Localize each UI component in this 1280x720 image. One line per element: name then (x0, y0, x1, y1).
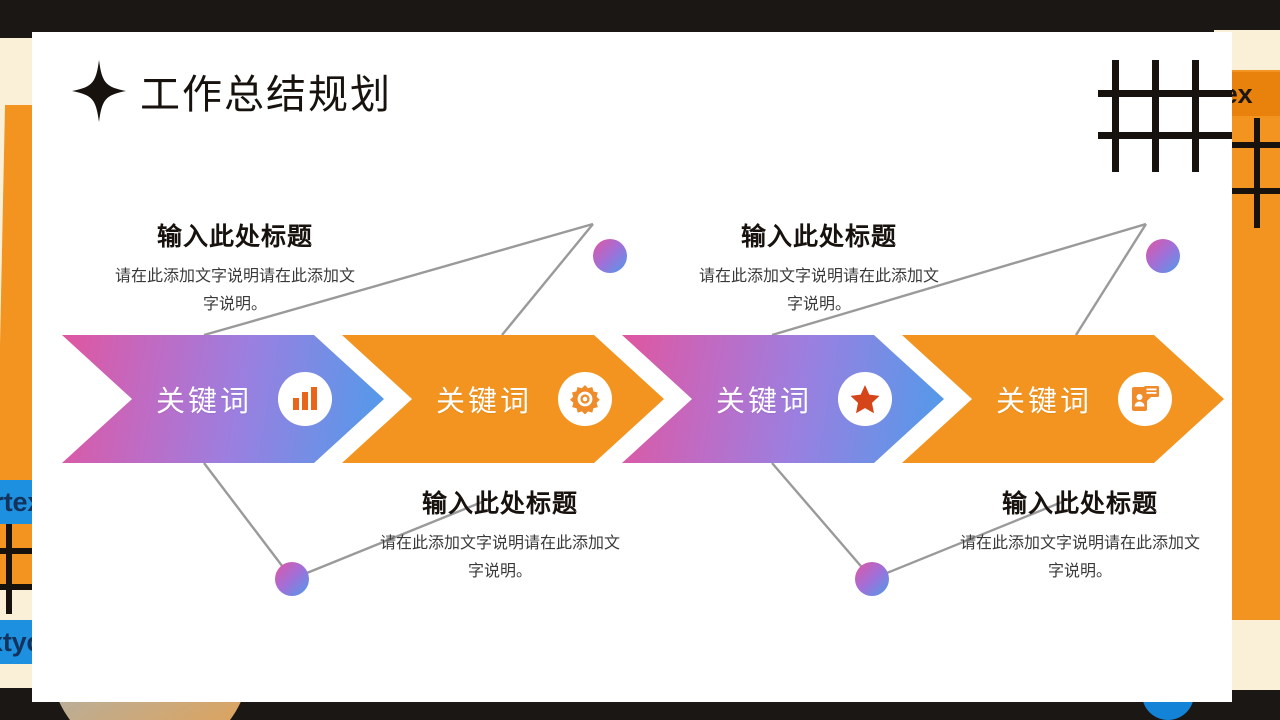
flow-text-title-1: 输入此处标题 (156, 223, 313, 251)
flow-text-desc-4: 请在此添加文字说明请在此添加文字说明。 (960, 535, 1201, 580)
slide-card: 工作总结规划 关键词 (32, 32, 1232, 702)
flow-text-block-4: 输入此处标题 请在此添加文字说明请在此添加文字说明。 (960, 484, 1200, 586)
flow-text-desc-3: 请在此添加文字说明请在此添加文字说明。 (699, 268, 940, 313)
flow-text-block-2: 输入此处标题 请在此添加文字说明请在此添加文字说明。 (380, 484, 620, 586)
flow-text-desc-1: 请在此添加文字说明请在此添加文字说明。 (115, 268, 356, 313)
flow-step-2-keyword: 关键词 (436, 386, 533, 418)
connector-dot-3 (1146, 239, 1180, 273)
connector-dot-2 (275, 562, 309, 596)
bar-chart-icon (278, 372, 333, 426)
page-title: 工作总结规划 (140, 72, 392, 117)
flow-step-1-keyword: 关键词 (156, 386, 253, 418)
flow-text-block-3: 输入此处标题 请在此添加文字说明请在此添加文字说明。 (699, 217, 939, 319)
flow-connectors (203, 222, 1148, 581)
slide-header: 工作总结规划 (72, 60, 392, 122)
connector-dot-4 (855, 562, 889, 596)
flow-step-3-keyword: 关键词 (716, 386, 813, 418)
connector-dot-1 (593, 239, 627, 273)
star-icon (838, 372, 893, 426)
flow-text-title-4: 输入此处标题 (1001, 490, 1158, 518)
flow-step-4-keyword: 关键词 (996, 386, 1093, 418)
flow-text-title-2: 输入此处标题 (421, 490, 578, 518)
four-point-star-icon (72, 60, 126, 122)
flow-text-title-3: 输入此处标题 (740, 223, 897, 251)
flow-text-block-1: 输入此处标题 请在此添加文字说明请在此添加文字说明。 (115, 217, 355, 319)
mobile-message-icon (1118, 372, 1173, 426)
gear-icon (558, 372, 613, 426)
flow-text-desc-2: 请在此添加文字说明请在此添加文字说明。 (380, 535, 621, 580)
process-flow-diagram: 关键词 关键词 (32, 32, 1232, 702)
decorative-grid-icon (1098, 60, 1232, 172)
